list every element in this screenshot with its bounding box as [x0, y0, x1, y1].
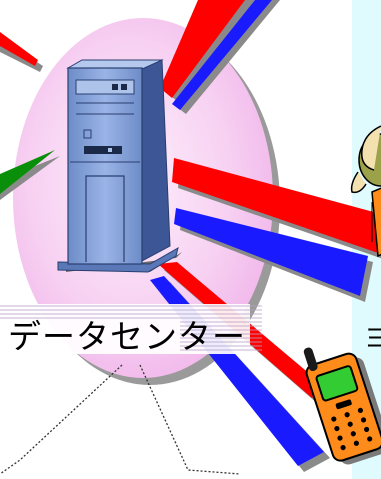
ray-left-red [0, 32, 38, 66]
phone-upper-body [371, 187, 381, 258]
phone-screen [315, 365, 359, 402]
ray-top-red-shadow [166, 0, 255, 102]
label-banner [0, 304, 262, 354]
phone-keypad [331, 407, 373, 451]
server-drive-bay-1 [75, 79, 135, 95]
ray-top-blue [172, 0, 272, 110]
person-icon [350, 125, 381, 194]
ray-top-red [160, 0, 245, 98]
server-front [67, 67, 143, 265]
server-base [57, 246, 179, 273]
partial-right-label: ヨ [364, 324, 381, 354]
server-display-led [108, 148, 112, 152]
ray-right-red [172, 158, 381, 254]
phone-antenna [303, 347, 318, 372]
phone-nav-key [335, 399, 352, 410]
ray-right-blue [174, 208, 368, 296]
ray-top-blue-shadow [178, 0, 280, 114]
connector-left [0, 364, 123, 475]
server-panel-outline [85, 175, 125, 262]
mobile-phone-icon [303, 347, 381, 465]
server-led-2 [121, 84, 127, 90]
server-button [83, 129, 92, 139]
datacenter-label-wrap: データセンター [8, 308, 258, 358]
mobile-phone-icon-upper [371, 187, 381, 258]
server-tower-icon [57, 59, 182, 273]
person-hand [350, 171, 367, 194]
banner-stripes [0, 305, 262, 351]
ray-left-green-shadow [0, 156, 60, 200]
connector-lines [0, 364, 241, 475]
server-display [84, 146, 122, 154]
ray-left-green [0, 150, 55, 194]
datacenter-label: データセンター [8, 317, 246, 356]
server-led-1 [112, 84, 118, 90]
person-arm [361, 125, 381, 171]
